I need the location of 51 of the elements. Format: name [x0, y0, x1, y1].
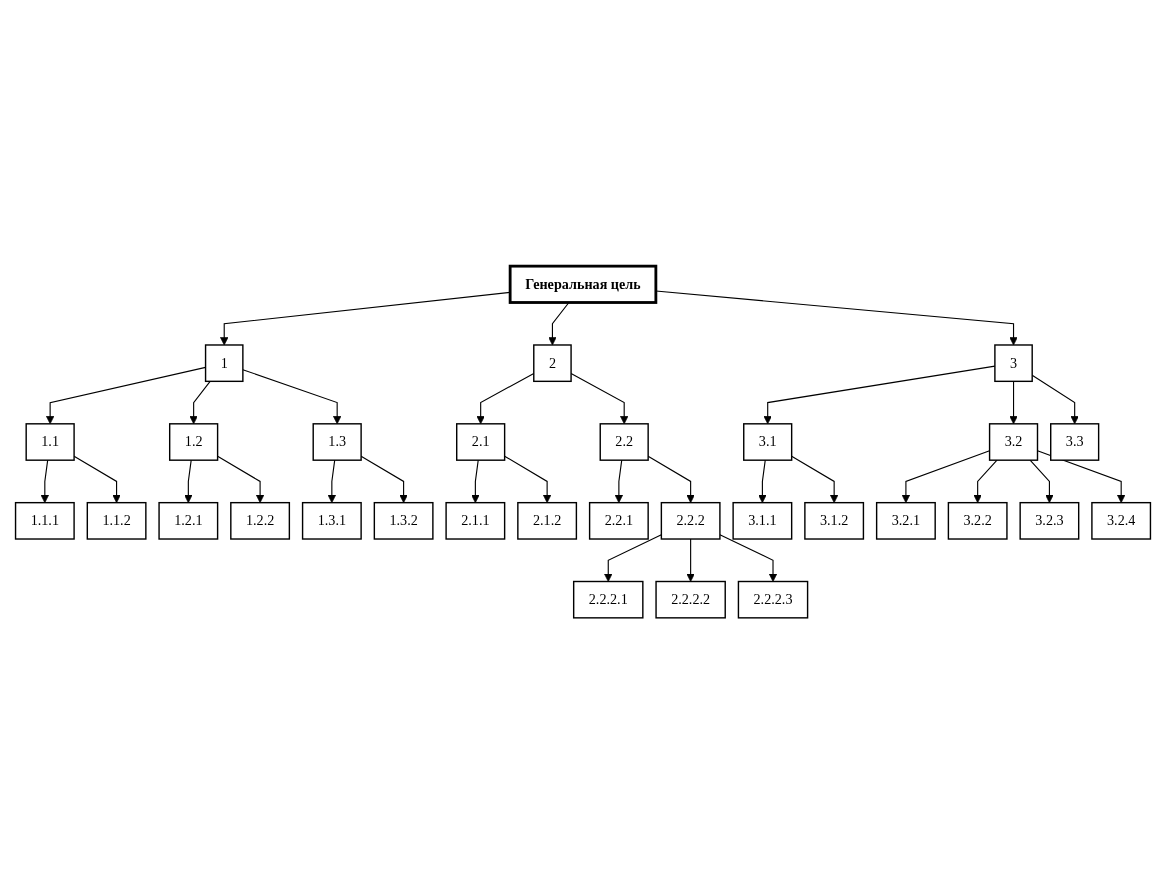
node-box: 2.2.2.1	[572, 580, 644, 619]
node-box: 3.1	[742, 422, 792, 461]
arrow	[40, 459, 49, 503]
node-box: 2.2.2.3	[737, 580, 808, 619]
node-box: 1.2	[168, 422, 218, 461]
arrow	[183, 459, 192, 503]
arrow	[647, 455, 695, 503]
arrow	[360, 455, 408, 503]
node-box: 3.2	[988, 422, 1038, 461]
arrow	[476, 372, 534, 424]
arrow	[901, 449, 990, 503]
arrow	[757, 459, 767, 503]
node-box: 1.2.2	[229, 501, 290, 540]
node-box: 3.2.2	[947, 501, 1008, 540]
arrow	[763, 365, 995, 424]
arrow	[1029, 459, 1054, 503]
node-box: 2.2.2	[660, 501, 721, 540]
node-box: 3.2.1	[875, 501, 936, 540]
node-box: 2.1	[455, 422, 505, 461]
node-box: 1.1	[24, 422, 75, 461]
node-box: 1.3	[312, 422, 362, 461]
node-box: 2	[532, 343, 572, 382]
arrow	[1031, 374, 1079, 424]
arrow	[73, 455, 121, 503]
node-box: 2.2	[599, 422, 649, 461]
node-box: 3.2.4	[1090, 501, 1151, 540]
arrow	[570, 372, 628, 424]
node-box: 2.1.2	[516, 501, 577, 540]
arrow	[973, 459, 998, 503]
node-box: 1	[204, 343, 244, 382]
node-box: 1.3.1	[301, 501, 362, 540]
node-box: 1.3.2	[373, 501, 434, 540]
node-box: 3.3	[1049, 422, 1099, 461]
node-box: 1.1.1	[14, 501, 75, 540]
node-box: 3.1.2	[803, 501, 864, 540]
arrow	[45, 366, 206, 424]
node-box: 1.2.1	[157, 501, 218, 540]
arrow	[686, 537, 695, 582]
node-box: 1.1.2	[86, 501, 147, 540]
node-box: 2.2.1	[588, 501, 649, 540]
arrow	[470, 459, 479, 503]
node-box: 3.1.1	[731, 501, 792, 540]
arrow	[189, 380, 211, 424]
node-box: 2.2.2.2	[654, 580, 726, 619]
node-box: Генеральная цель	[508, 264, 657, 304]
node-box: 3	[993, 343, 1033, 382]
node-box: 2.1.1	[444, 501, 505, 540]
arrow	[327, 459, 336, 503]
arrow	[1008, 380, 1018, 424]
arrow	[614, 459, 623, 503]
node-box: 3.2.3	[1018, 501, 1079, 540]
